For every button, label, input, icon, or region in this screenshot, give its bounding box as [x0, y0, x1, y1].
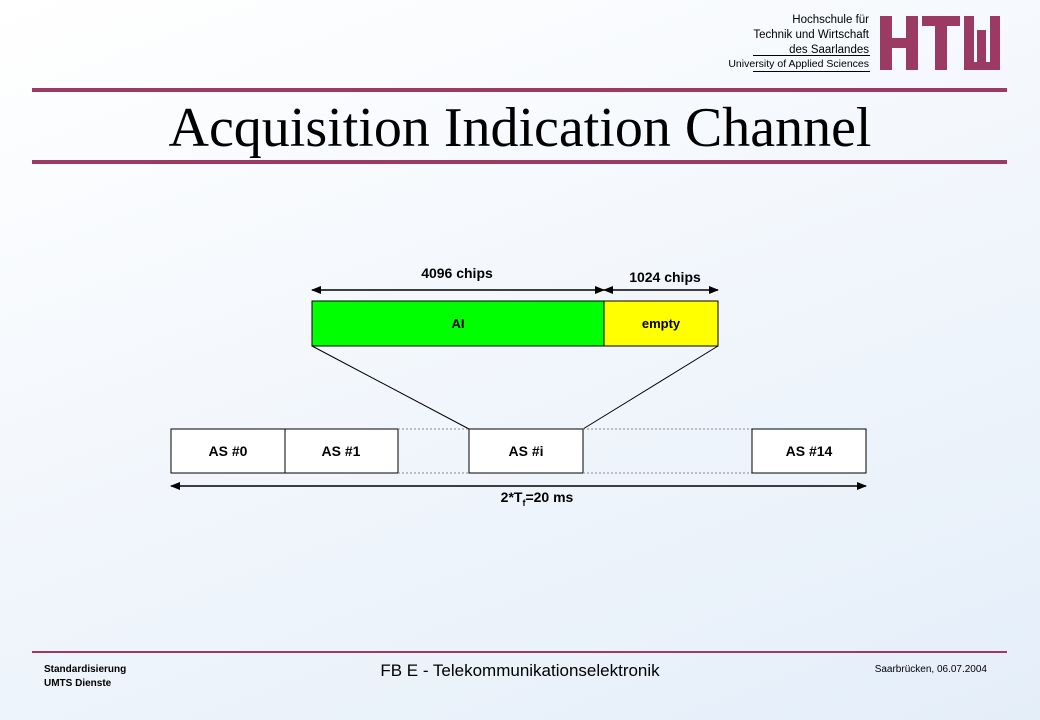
slot-asi — [468, 428, 584, 474]
logo-text-line-3: des Saarlandes — [789, 44, 869, 56]
slot-as1-label: AS #1 — [322, 443, 361, 459]
logo-text-line-2: Technik und Wirtschaft — [753, 29, 869, 41]
duration-suffix: =20 ms — [525, 489, 573, 505]
slot-as14-label: AS #14 — [786, 443, 833, 459]
footer-center-text: FB E - Telekommunikationselektronik — [380, 661, 660, 680]
footer-left-line-2: UMTS Dienste — [44, 678, 112, 689]
slot-as0 — [170, 428, 286, 474]
slot-as0-label: AS #0 — [209, 443, 248, 459]
expansion-line-left — [311, 345, 470, 430]
page-title: Acquisition Indication Channel — [168, 97, 872, 159]
ai-label: AI — [452, 316, 465, 331]
empty-box — [603, 300, 719, 347]
duration-prefix: 2*T — [501, 489, 523, 505]
logo-underline — [753, 71, 870, 72]
label-1024-chips: 1024 chips — [629, 269, 701, 285]
footer-date: Saarbrücken, 06.07.2004 — [874, 664, 987, 675]
title-rule-top — [32, 88, 1007, 92]
logo-divider — [753, 55, 870, 56]
ai-box — [311, 300, 605, 347]
logo-text-line-1: Hochschule für — [792, 14, 869, 26]
title-rule-bottom — [32, 160, 1007, 164]
duration-label: 2*Tf=20 ms — [501, 489, 574, 508]
label-4096-chips: 4096 chips — [421, 265, 493, 281]
slot-as14 — [751, 428, 867, 474]
logo-text-line-4: University of Applied Sciences — [728, 58, 869, 70]
htw-logo-icon — [880, 16, 1000, 70]
slot-asi-label: AS #i — [508, 443, 543, 459]
duration-subscript: f — [522, 498, 526, 508]
footer-rule — [32, 651, 1007, 653]
slot-as1 — [284, 428, 399, 474]
footer-left-line-1: Standardisierung — [44, 664, 127, 675]
expansion-line-right — [582, 345, 719, 430]
empty-label: empty — [642, 316, 681, 331]
